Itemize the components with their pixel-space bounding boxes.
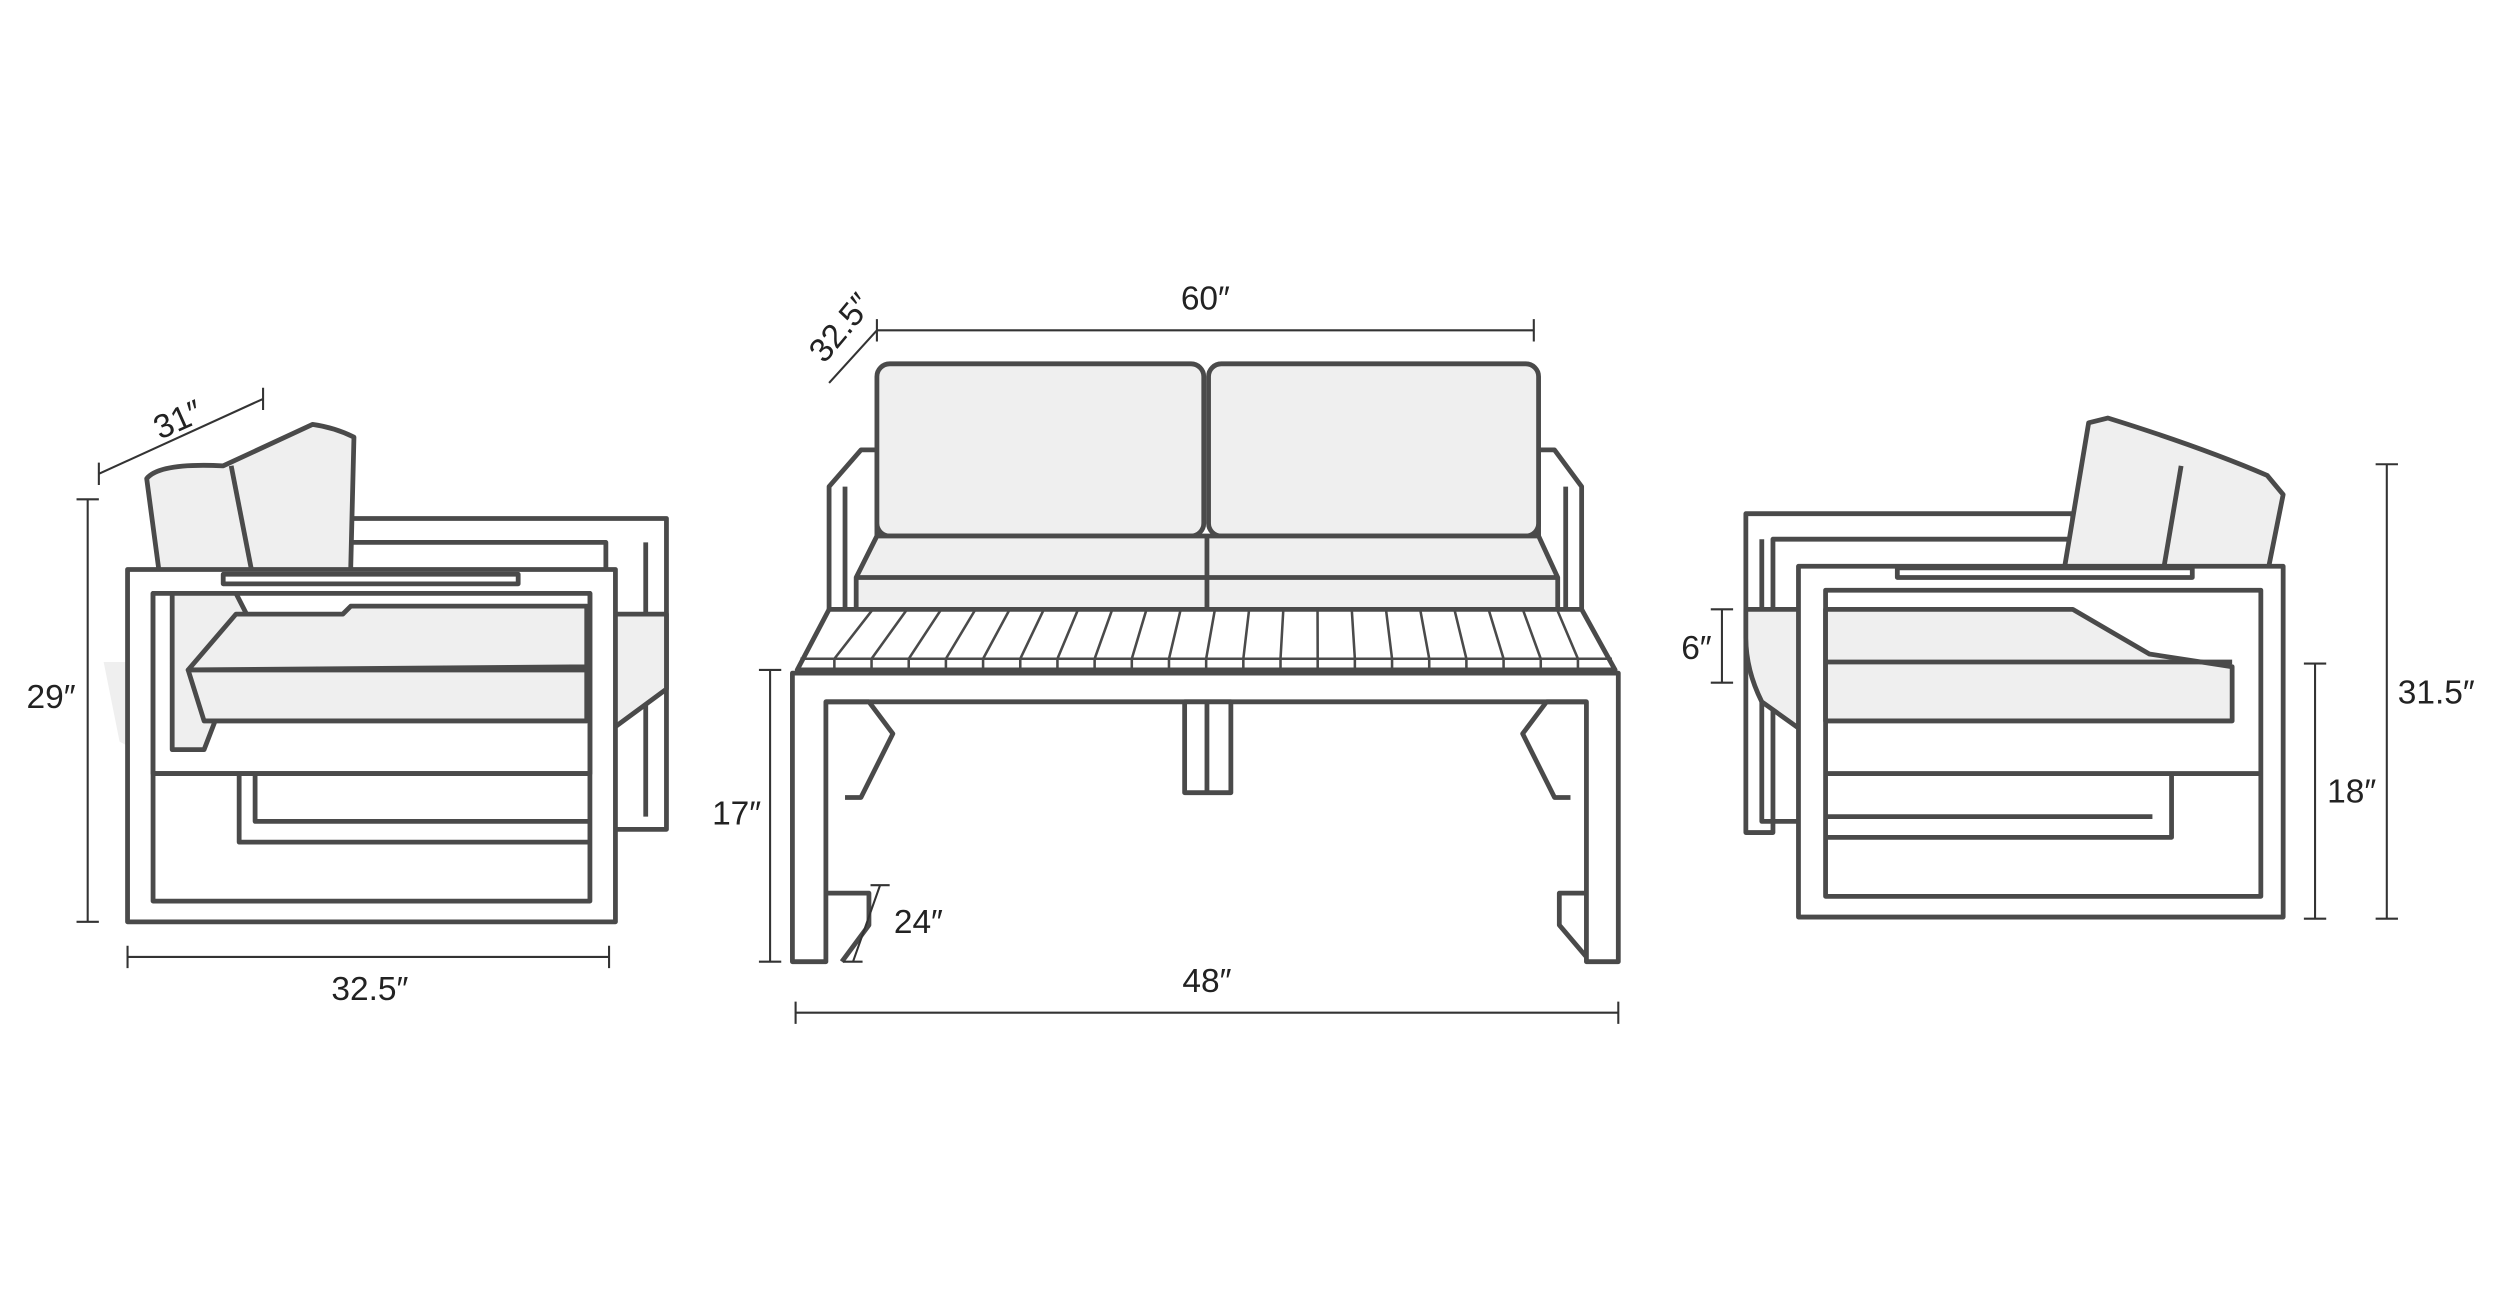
table-slats <box>800 608 1612 670</box>
right-lounge-chair <box>1743 415 2286 920</box>
back-cushion-left <box>874 361 1207 539</box>
left-lounge-chair <box>103 422 669 925</box>
dimension-lines <box>76 319 2398 1024</box>
left-chair-height-label: 29″ <box>26 679 75 716</box>
seat-cushion <box>185 603 590 673</box>
seat-cushion <box>1823 606 2235 724</box>
table-height-label: 17″ <box>712 796 761 833</box>
left-chair-depth-label: 31″ <box>148 393 208 447</box>
loveseat-depth-label: 32.5″ <box>802 287 880 370</box>
right-chair-seat-height-label: 18″ <box>2327 773 2376 810</box>
table-width-label: 48″ <box>1182 963 1231 1000</box>
table-depth-label: 24″ <box>894 904 943 941</box>
armrest <box>1894 565 2195 580</box>
right-chair-arm-height-label: 6″ <box>1681 630 1712 667</box>
back-cushion-right <box>1206 361 1541 539</box>
loveseat <box>826 361 1585 612</box>
right-chair-height-label: 31.5″ <box>2398 674 2475 711</box>
loveseat-width-label: 60″ <box>1181 281 1230 318</box>
left-chair-width-label: 32.5″ <box>331 971 408 1008</box>
armrest <box>220 571 521 587</box>
coffee-table <box>790 606 1621 965</box>
